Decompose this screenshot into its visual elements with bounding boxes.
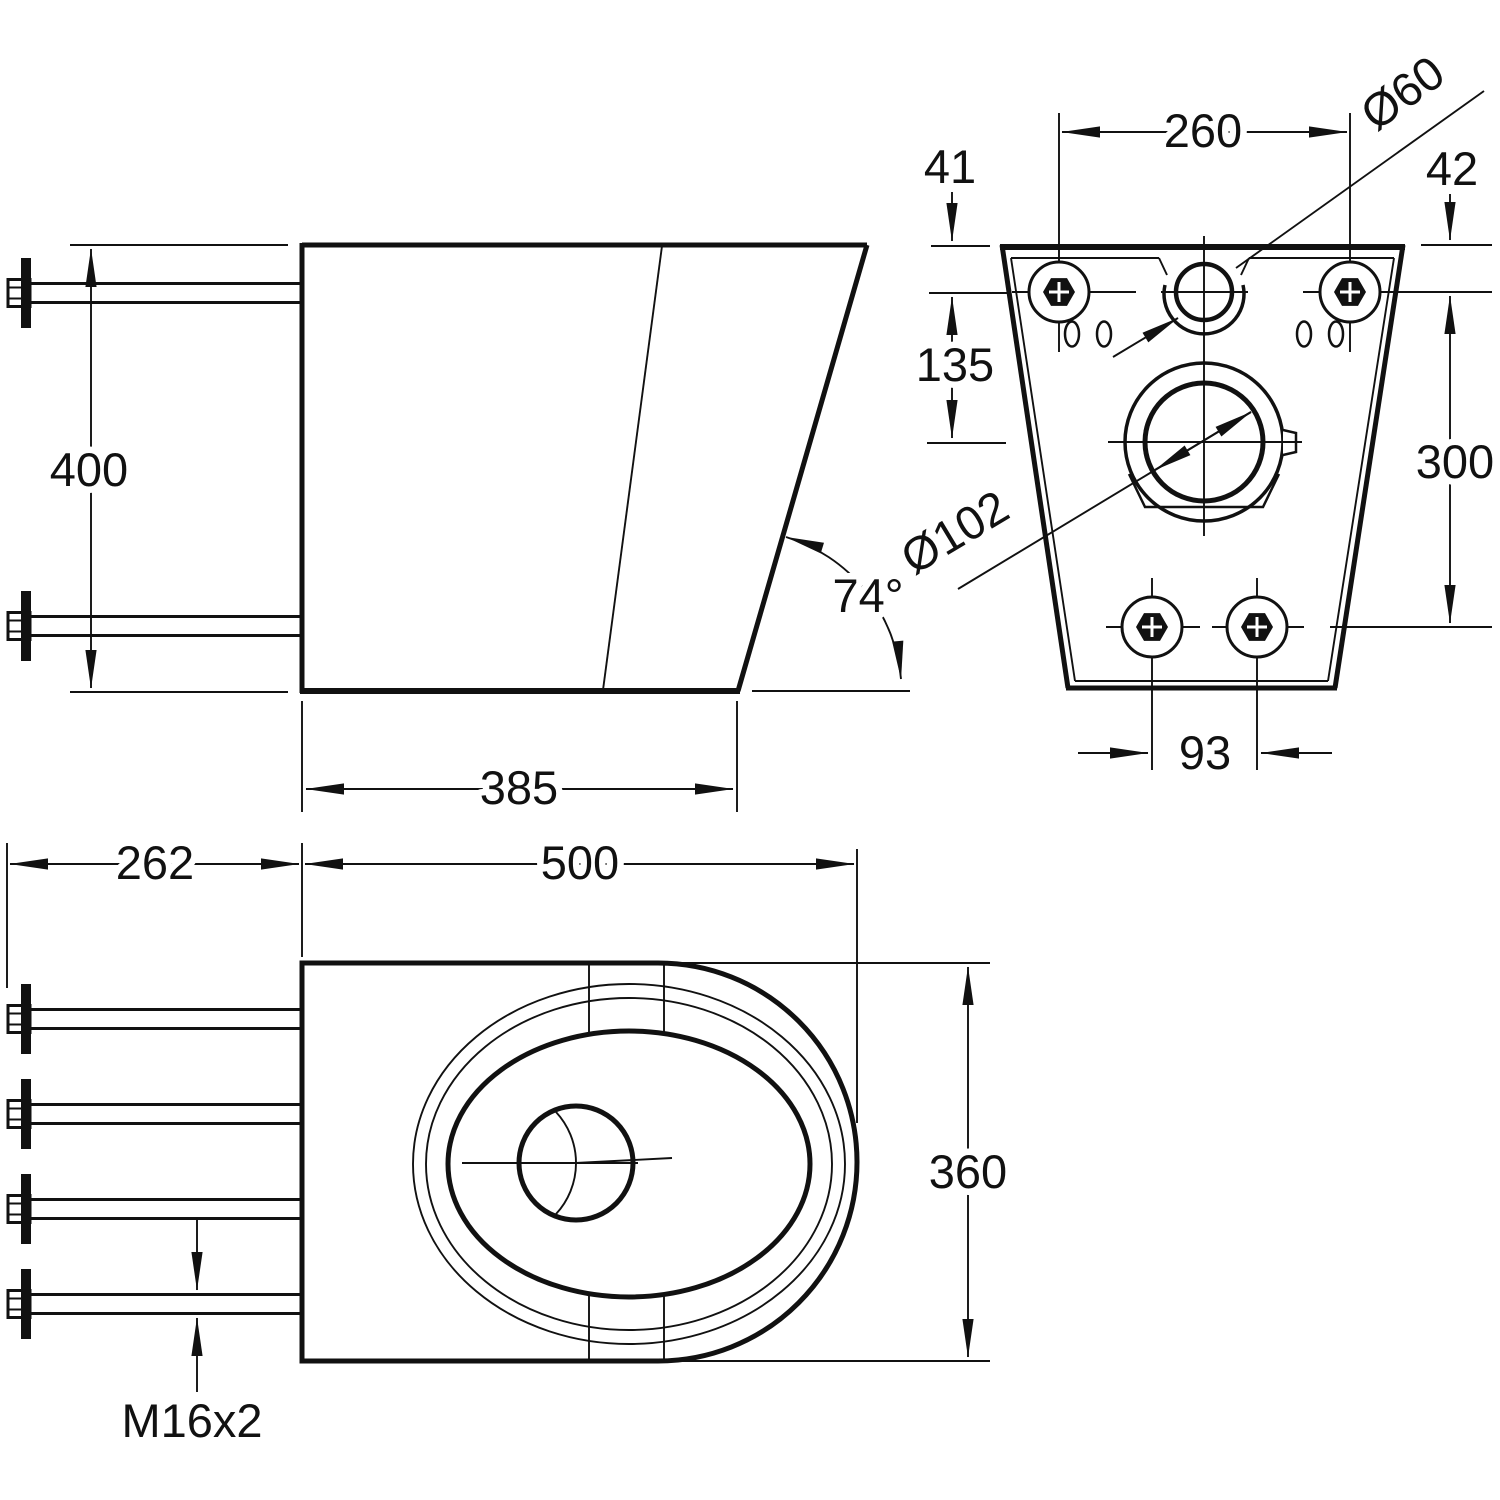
dim-label-260: 260 (1164, 104, 1242, 157)
dim-height-400: 400 (43, 244, 288, 693)
dim-inlet-outlet-135: 135 (909, 292, 1009, 444)
dim-width-360: 360 (662, 962, 1014, 1362)
side-view: 400 385 74° (6, 242, 910, 821)
drain-hole (462, 1103, 673, 1223)
dim-depth-500: 500 (304, 830, 858, 1123)
fixing-nut (1318, 260, 1382, 324)
fixing-nut (1027, 260, 1091, 324)
dim-label-dia60: Ø60 (1351, 45, 1454, 140)
dim-label-135: 135 (916, 338, 994, 391)
dim-depth-385: 385 (301, 701, 738, 821)
slot-holes (1063, 320, 1345, 348)
dim-label-300: 300 (1416, 435, 1494, 488)
dim-label-41: 41 (924, 140, 976, 193)
dim-offset-41: 41 (917, 134, 990, 247)
dim-bolt-span-260: 260 (1061, 98, 1348, 164)
dim-bolt-drop-300: 300 (1409, 295, 1500, 624)
dim-lower-bolts-93: 93 (1078, 720, 1332, 786)
wall-bolt (6, 1172, 304, 1246)
back-view: 260 41 42 135 300 93 (885, 39, 1500, 786)
dim-label-385: 385 (480, 761, 558, 814)
dim-label-262: 262 (116, 836, 194, 889)
dim-label-360: 360 (929, 1145, 1007, 1198)
dim-label-m16x2: M16x2 (121, 1394, 262, 1447)
dim-label-500: 500 (541, 836, 619, 889)
front-slant-edge (735, 244, 870, 692)
dim-offset-42: 42 (1419, 136, 1492, 246)
dim-label-74deg: 74° (832, 569, 903, 622)
top-view: 262 500 360 M16x2 (6, 830, 1014, 1454)
wall-bolt (6, 1267, 304, 1341)
dim-label-dia102: Ø102 (892, 480, 1018, 585)
dim-bolt-length-262: 262 (6, 830, 303, 988)
dim-label-93: 93 (1179, 726, 1231, 779)
dim-label-400: 400 (50, 443, 128, 496)
side-view-body (302, 245, 867, 691)
bowl-rings (412, 983, 846, 1345)
dim-angle-74: 74° (752, 536, 910, 692)
dim-label-42: 42 (1426, 142, 1478, 195)
fixing-nut (1225, 595, 1289, 659)
wall-bolt (6, 1077, 304, 1151)
wall-bolt (6, 982, 304, 1056)
bowl-contour-line (602, 245, 663, 691)
wall-bolt (6, 589, 304, 663)
fixing-nut (1120, 595, 1184, 659)
dim-thread-m16: M16x2 (115, 1218, 269, 1454)
hinge-tabs (588, 965, 665, 1359)
wall-bolt (6, 256, 304, 330)
